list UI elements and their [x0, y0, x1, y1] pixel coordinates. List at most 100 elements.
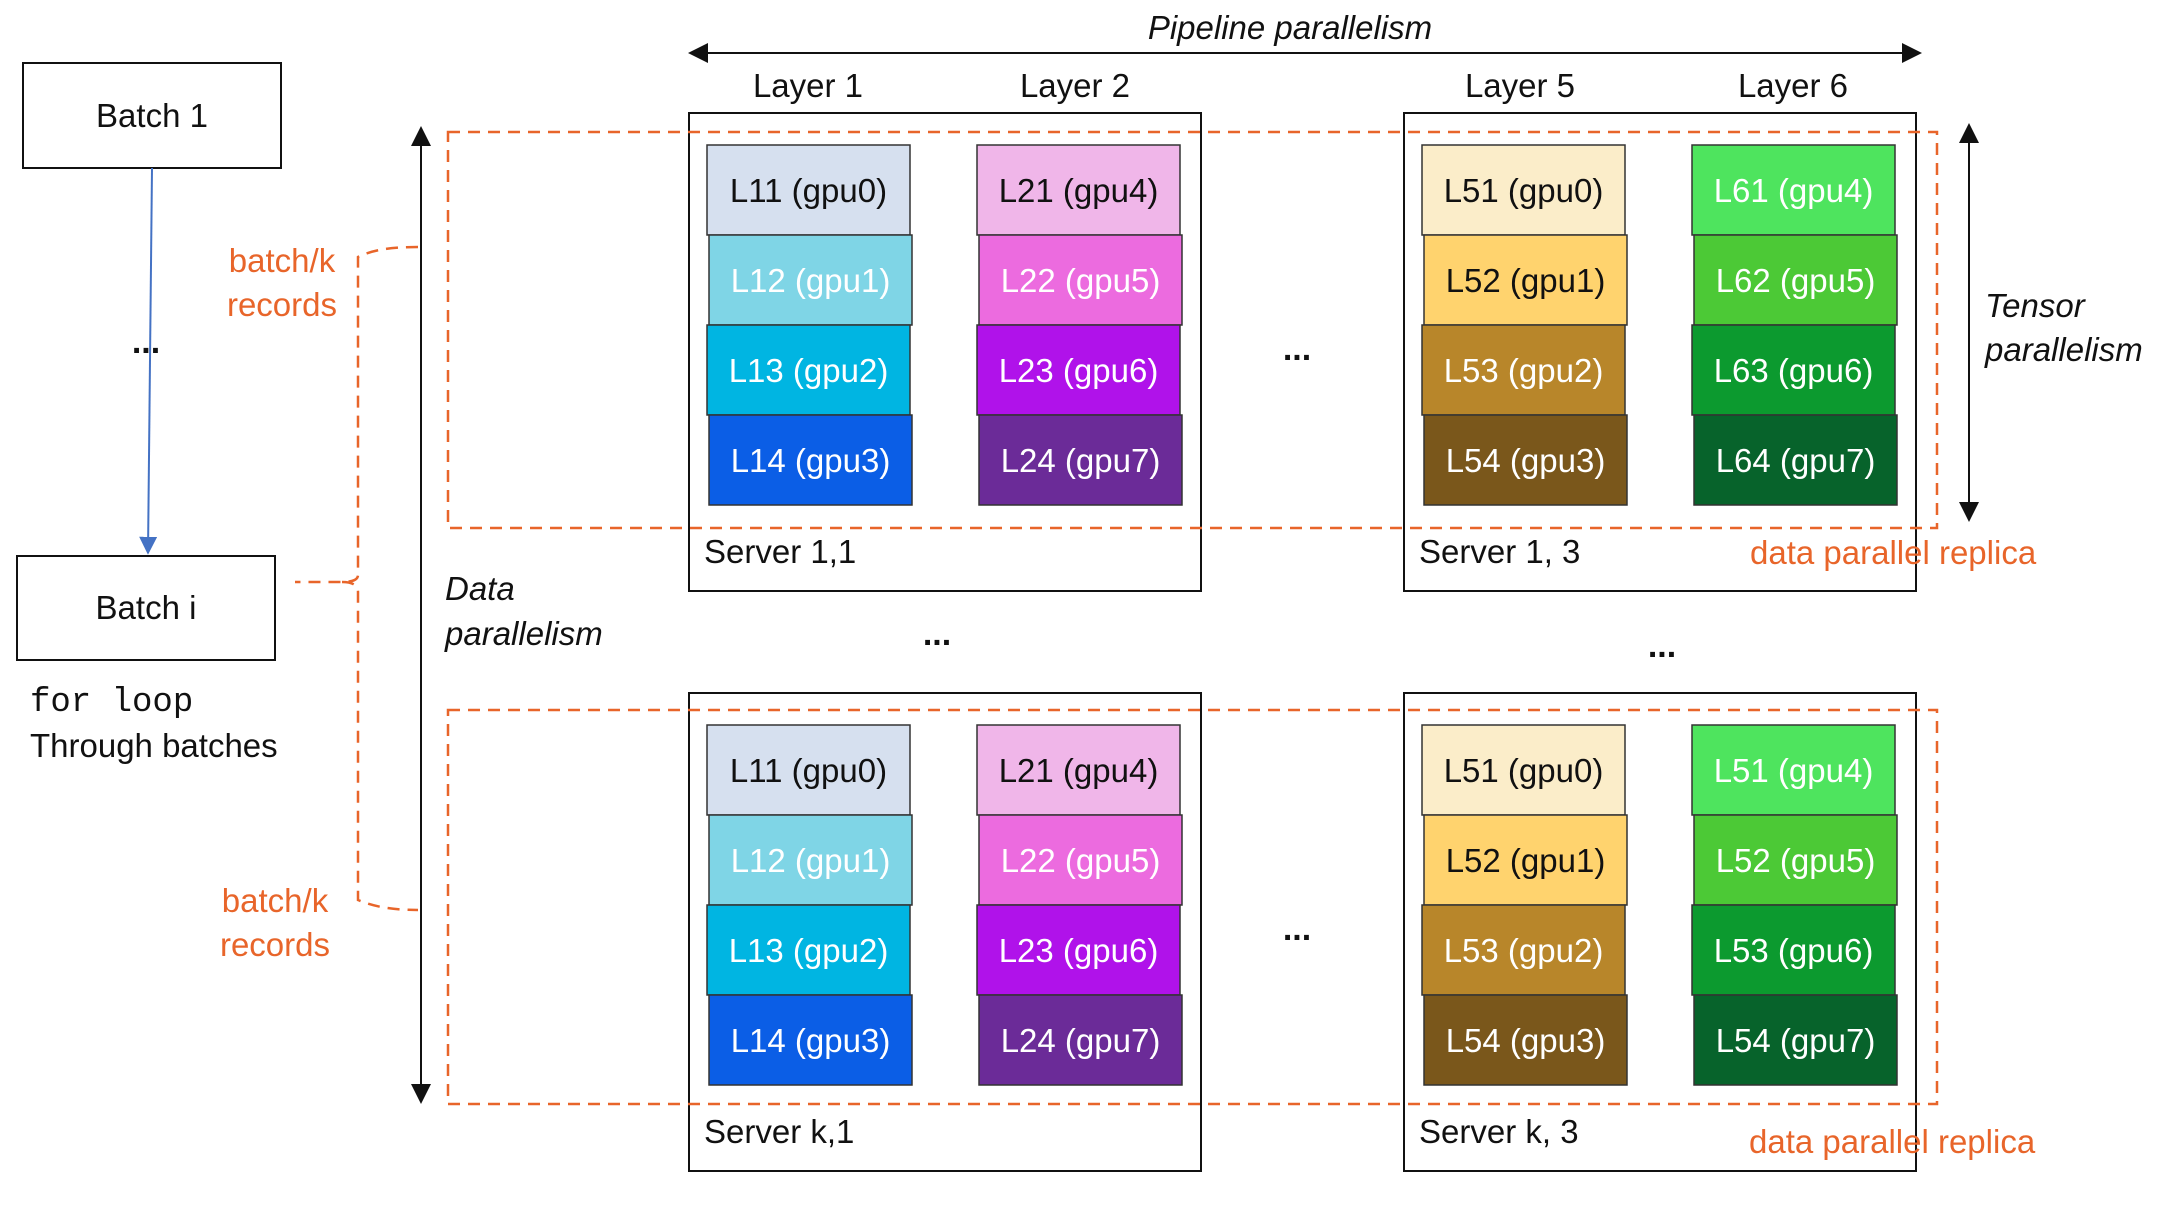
gpu-cell-label: L52 (gpu5): [1716, 842, 1876, 879]
server-3: L11 (gpu0) L12 (gpu1) L13 (gpu2) L14 (gpu3)…: [688, 692, 1202, 1172]
gpu-cell-label: L53 (gpu2): [1444, 352, 1604, 389]
gpu-cell: [706, 904, 911, 996]
gpu-cell: [976, 904, 1181, 996]
gpu-cell-label: L13 (gpu2): [729, 932, 889, 969]
gpu-cell: [978, 994, 1183, 1086]
gpu-cell-label: L53 (gpu2): [1444, 932, 1604, 969]
gpu-cell: [708, 994, 913, 1086]
gpu-cell-label: L52 (gpu1): [1446, 842, 1606, 879]
gpu-cell: [1691, 324, 1896, 416]
for-loop-description: Through batches: [30, 727, 278, 764]
batch-1-label: Batch 1: [96, 97, 208, 134]
gpu-cell-label: L13 (gpu2): [729, 352, 889, 389]
tensor-parallelism-label: Tensor: [1985, 287, 2087, 324]
server-label: Server k,1: [704, 1113, 854, 1150]
gpu-cell-label: L24 (gpu7): [1001, 1022, 1161, 1059]
gpu-cell-label: L11 (gpu0): [730, 752, 887, 789]
gpu-cell: [706, 144, 911, 236]
server-label: Server 1,1: [704, 533, 856, 570]
gpu-cell-label: L51 (gpu4): [1714, 752, 1874, 789]
gpu-cell-label: L23 (gpu6): [999, 932, 1159, 969]
gpu-cell: [976, 324, 1181, 416]
layer-2-label: Layer 2: [1020, 67, 1130, 104]
gpu-cell: [708, 414, 913, 506]
gpu-cell: [708, 234, 913, 326]
gpu-cell-label: L62 (gpu5): [1716, 262, 1876, 299]
server-2: L51 (gpu0) L52 (gpu1) L53 (gpu2) L54 (gpu3)…: [1403, 112, 1917, 592]
gpu-cell: [1691, 724, 1896, 816]
replica-label-top: data parallel replica: [1750, 534, 2037, 571]
pipeline-parallelism-label: Pipeline parallelism: [1148, 9, 1432, 46]
gpu-cell: [706, 324, 911, 416]
gpu-cell-label: L12 (gpu1): [731, 842, 891, 879]
layer-5-label: Layer 5: [1465, 67, 1575, 104]
gpu-cell: [978, 234, 1183, 326]
server-grid: L11 (gpu0) L12 (gpu1) L13 (gpu2) L14 (gpu3)…: [688, 112, 1917, 1172]
gpu-cell-label: L22 (gpu5): [1001, 842, 1161, 879]
gpu-cell-label: L51 (gpu0): [1444, 752, 1604, 789]
layer-6-label: Layer 6: [1738, 67, 1848, 104]
batch-records-label-top: batch/k: [229, 242, 336, 279]
batch-split-brace: [295, 245, 419, 912]
gpu-cell: [1693, 994, 1898, 1086]
gpu-cell: [1691, 904, 1896, 996]
gpu-cell-label: L21 (gpu4): [999, 172, 1159, 209]
gpu-cell: [978, 414, 1183, 506]
layer-1-label: Layer 1: [753, 67, 863, 104]
gpu-cell-label: L12 (gpu1): [731, 262, 891, 299]
batch-records-label-top-2: records: [227, 286, 337, 323]
gpu-cell-label: L14 (gpu3): [731, 1022, 891, 1059]
gpu-cell: [1421, 324, 1626, 416]
gpu-cell: [1421, 904, 1626, 996]
data-parallelism-label: Data: [445, 570, 515, 607]
gpu-cell-label: L61 (gpu4): [1714, 172, 1874, 209]
gpu-cell: [1423, 814, 1628, 906]
gpu-cell: [1693, 814, 1898, 906]
gpu-cell: [706, 724, 911, 816]
gpu-cell: [1423, 994, 1628, 1086]
gpu-cell-label: L52 (gpu1): [1446, 262, 1606, 299]
batch-ellipsis: ...: [132, 323, 160, 361]
replica-label-bottom: data parallel replica: [1749, 1123, 2036, 1160]
gpu-cell-label: L64 (gpu7): [1716, 442, 1876, 479]
gpu-cell: [976, 724, 1181, 816]
gpu-cell: [1693, 414, 1898, 506]
gpu-cell-label: L54 (gpu7): [1716, 1022, 1876, 1059]
replica-ellipsis-right: ...: [1648, 627, 1676, 665]
gpu-cell: [1423, 414, 1628, 506]
server-label: Server 1, 3: [1419, 533, 1580, 570]
server-4: L51 (gpu0) L52 (gpu1) L53 (gpu2) L54 (gpu3)…: [1403, 692, 1917, 1172]
gpu-cell: [708, 814, 913, 906]
batch-records-label-bottom: batch/k: [222, 882, 329, 919]
server-1: L11 (gpu0) L12 (gpu1) L13 (gpu2) L14 (gpu3)…: [688, 112, 1202, 592]
server-ellipsis-top: ...: [1283, 330, 1311, 368]
batch-i-label: Batch i: [96, 589, 197, 626]
batch-records-label-bottom-2: records: [220, 926, 330, 963]
gpu-cell-label: L51 (gpu0): [1444, 172, 1604, 209]
for-loop-code: for loop: [30, 684, 193, 722]
gpu-cell: [1693, 234, 1898, 326]
replica-ellipsis-left: ...: [923, 615, 951, 653]
gpu-cell-label: L14 (gpu3): [731, 442, 891, 479]
gpu-cell: [1423, 234, 1628, 326]
gpu-cell: [1421, 724, 1626, 816]
replica-box-bottom: [446, 708, 1939, 1106]
gpu-cell-label: L21 (gpu4): [999, 752, 1159, 789]
gpu-cell-label: L23 (gpu6): [999, 352, 1159, 389]
gpu-cell-label: L63 (gpu6): [1714, 352, 1874, 389]
server-ellipsis-bottom: ...: [1283, 910, 1311, 948]
data-parallelism-label-2: parallelism: [444, 615, 603, 652]
gpu-cell-label: L54 (gpu3): [1446, 1022, 1606, 1059]
gpu-cell-label: L53 (gpu6): [1714, 932, 1874, 969]
tensor-parallelism-label-2: parallelism: [1984, 331, 2143, 368]
gpu-cell-label: L11 (gpu0): [730, 172, 887, 209]
gpu-cell-label: L54 (gpu3): [1446, 442, 1606, 479]
batch-i-box: [16, 555, 276, 661]
server-label: Server k, 3: [1419, 1113, 1579, 1150]
replica-box-top: [446, 130, 1939, 530]
gpu-cell: [1691, 144, 1896, 236]
gpu-cell-label: L22 (gpu5): [1001, 262, 1161, 299]
gpu-cell-label: L24 (gpu7): [1001, 442, 1161, 479]
gpu-cell: [976, 144, 1181, 236]
